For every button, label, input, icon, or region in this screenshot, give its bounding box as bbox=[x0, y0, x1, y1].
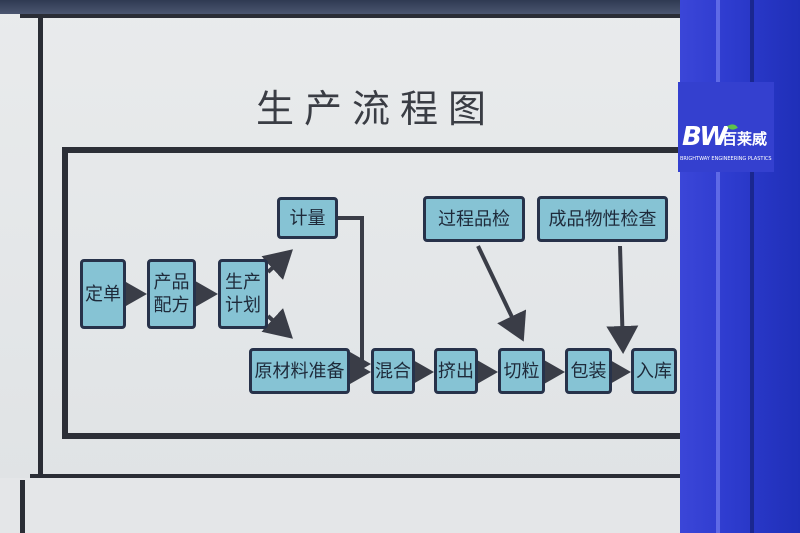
node-ruku: 入库 bbox=[631, 348, 677, 394]
frame-line-top bbox=[20, 14, 690, 18]
node-guocheng: 过程品检 bbox=[423, 196, 525, 242]
brand-logo: BW 百莱威 BRIGHTWAY ENGINEERING PLASTICS bbox=[678, 82, 774, 172]
lower-panel bbox=[0, 478, 700, 533]
node-jihua: 生产 计划 bbox=[218, 259, 268, 329]
node-baozhuang: 包装 bbox=[565, 348, 612, 394]
frame-line-bottom bbox=[30, 474, 700, 480]
node-chengpin: 成品物性检查 bbox=[537, 196, 668, 242]
arrow-jihua-yuancailiao bbox=[261, 308, 293, 339]
node-qieli: 切粒 bbox=[498, 348, 545, 394]
diagram-title: 生产流程图 bbox=[256, 87, 497, 131]
node-peifang: 产品 配方 bbox=[147, 259, 196, 329]
node-jiliang: 计量 bbox=[277, 197, 338, 239]
arrow-jiliang-hunhe bbox=[338, 216, 371, 380]
arrow-chengpin-ruku bbox=[606, 245, 639, 354]
frame-line-bottom-left bbox=[20, 480, 25, 533]
frame-line-left bbox=[38, 18, 43, 533]
node-yuancailiao: 原材料准备 bbox=[249, 348, 350, 394]
node-dingdan: 定单 bbox=[80, 259, 126, 329]
logo-tagline: BRIGHTWAY ENGINEERING PLASTICS bbox=[680, 156, 772, 162]
node-hunhe: 混合 bbox=[371, 348, 415, 394]
top-frame-strip bbox=[0, 0, 800, 14]
logo-mark: BW bbox=[682, 122, 728, 152]
arrow-guocheng-qieli bbox=[476, 245, 527, 342]
blue-side-frame bbox=[680, 0, 800, 533]
logo-name: 百莱威 bbox=[722, 130, 768, 148]
frame-rail bbox=[750, 0, 754, 533]
arrow-jihua-jiliang bbox=[261, 249, 293, 280]
node-jichu: 挤出 bbox=[434, 348, 478, 394]
frame-rail bbox=[716, 0, 720, 533]
